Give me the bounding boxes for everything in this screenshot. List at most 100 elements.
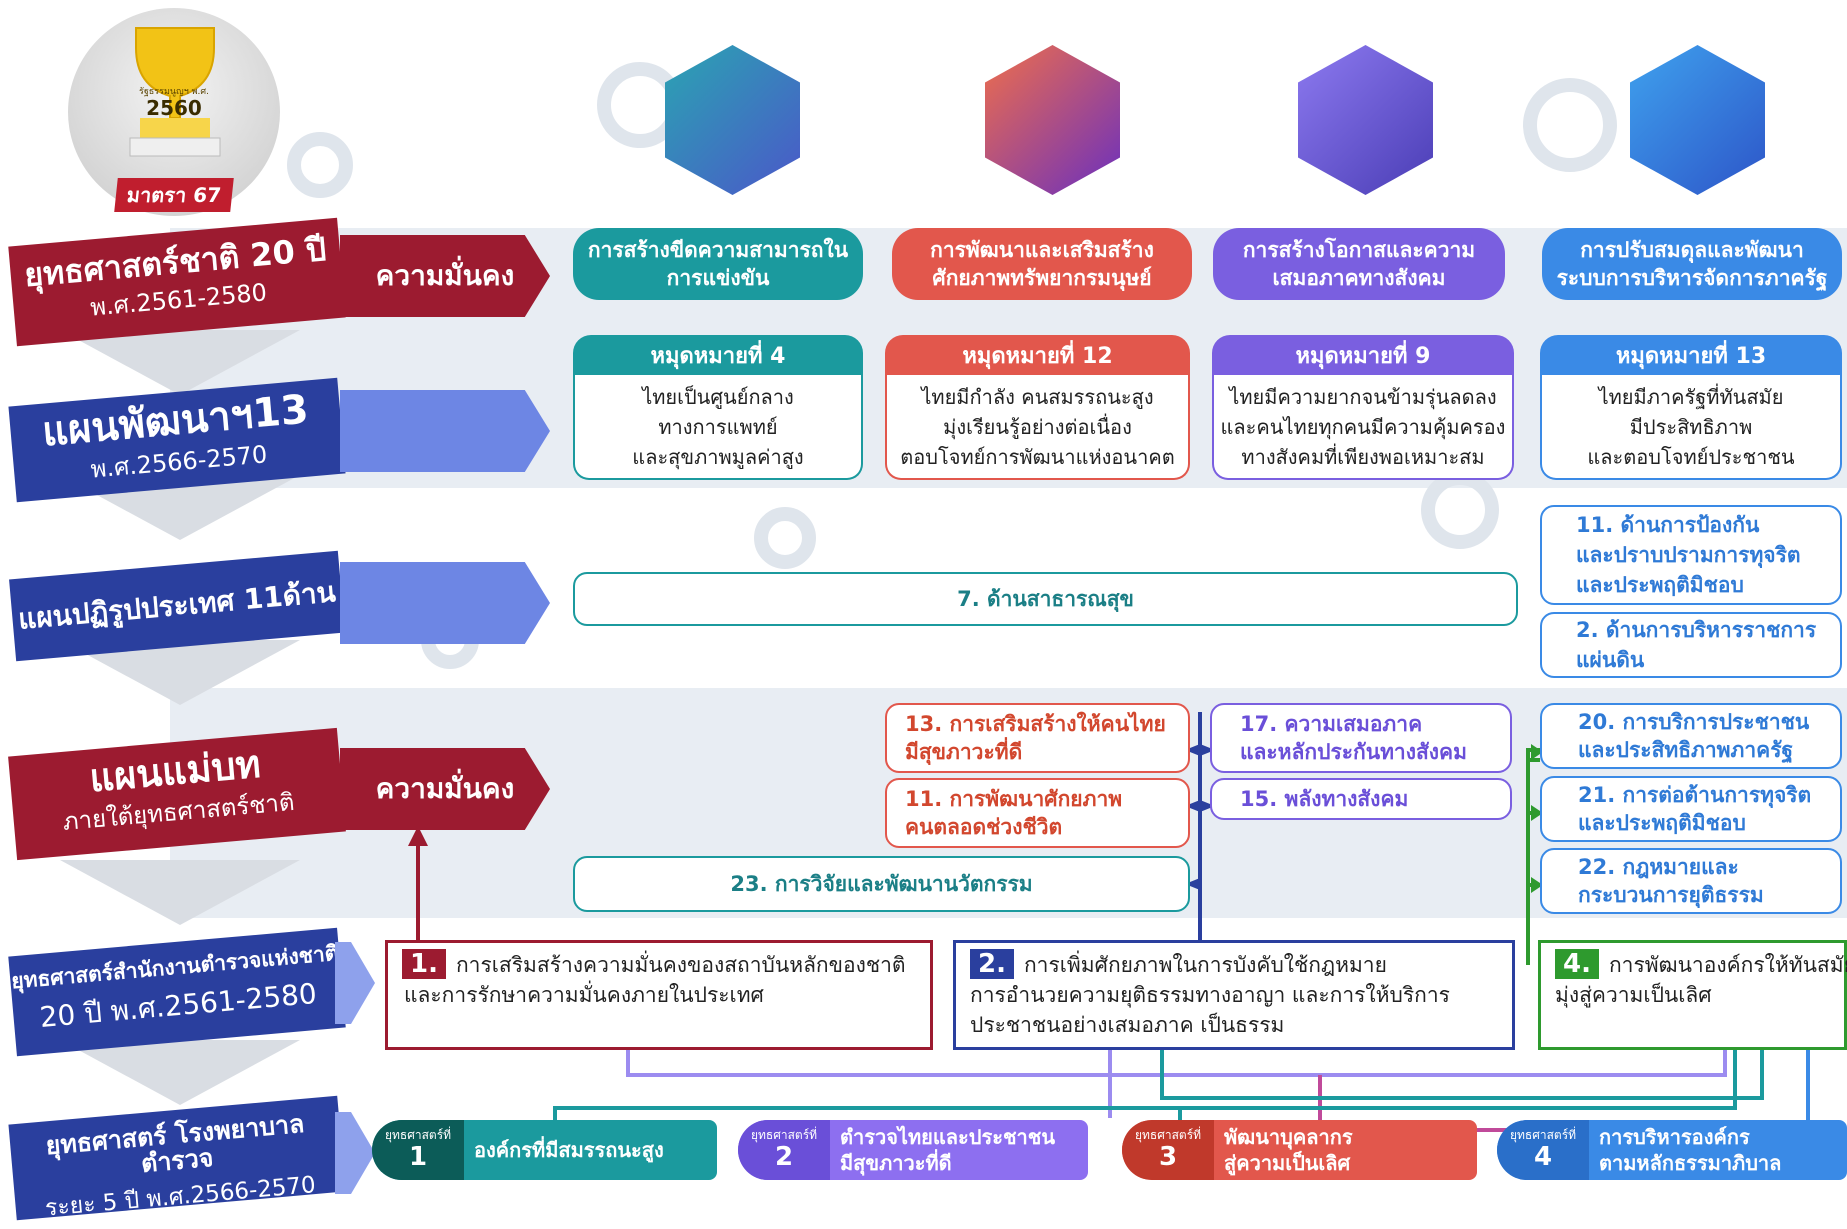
strategy-line: มีสุขภาวะที่ดี <box>840 1151 952 1175</box>
goal-12-body: ไทยมีกำลัง คนสมรรถนะสูง มุ่งเรียนรู้อย่า… <box>885 375 1190 480</box>
goal-9-header: หมุดหมายที่ 9 <box>1212 335 1514 375</box>
police-strategy-1: 1.การเสริมสร้างความมั่นคงของสถาบันหลักขอ… <box>385 940 933 1050</box>
strategy-line: องค์กรที่มีสมรรถนะสูง <box>474 1138 664 1162</box>
master-line: คนตลอดช่วงชีวิต <box>905 815 1063 839</box>
master-plan-13: 13. การเสริมสร้างให้คนไทย มีสุขภาวะที่ดี <box>885 703 1190 773</box>
strategy-line: ประชาชนอย่างเสมอภาค เป็นธรรม <box>970 1013 1285 1037</box>
goal-13-body: ไทยมีภาครัฐที่ทันสมัย มีประสิทธิภาพ และต… <box>1540 375 1842 480</box>
master-line: 11. การพัฒนาศักยภาพ <box>905 787 1123 811</box>
master-tag: ความมั่นคง <box>340 748 550 830</box>
master-plan-20: 20. การบริการประชาชน และประสิทธิภาพภาครั… <box>1540 703 1842 769</box>
strategy-tag-label: ความมั่นคง <box>375 259 515 292</box>
strategy-tag-number: 4 <box>1533 1142 1553 1172</box>
emblem-year: 2560 <box>146 96 202 120</box>
reform-arrow <box>340 562 550 644</box>
goal-line: และคนไทยทุกคนมีความคุ้มครอง <box>1220 414 1506 439</box>
emblem-small-text: รัฐธรรมนูญฯ พ.ศ. <box>139 87 209 97</box>
master-line: กระบวนการยุติธรรม <box>1578 883 1764 907</box>
goal-line: มีประสิทธิภาพ <box>1629 414 1753 439</box>
strategy-line: การเพิ่มศักยภาพในการบังคับใช้กฎหมาย <box>1023 953 1387 977</box>
master-line: 13. การเสริมสร้างให้คนไทย <box>905 712 1166 736</box>
strategy-number: 1. <box>402 949 446 979</box>
master-plan-17: 17. ความเสมอภาค และหลักประกันทางสังคม <box>1210 703 1512 773</box>
master-line: 21. การต่อต้านการทุจริต <box>1578 783 1812 807</box>
reform-line: แผ่นดิน <box>1576 648 1645 672</box>
hospital-strategy-3: ยุทธศาสตร์ที่ 3 พัฒนาบุคลากร สู่ความเป็น… <box>1122 1120 1477 1180</box>
reform-line: 2. ด้านการบริหารราชการ <box>1576 618 1817 642</box>
strategy-label: การพัฒนาและเสริมสร้างศักยภาพทรัพยากรมนุษ… <box>930 238 1154 290</box>
goal-line: ทางการแพทย์ <box>658 414 778 439</box>
strategy-tag-text: ยุทธศาสตร์ที่ <box>750 1128 818 1142</box>
strategy-line: การบริหารองค์กร <box>1599 1125 1750 1149</box>
strategy-label: การปรับสมดุลและพัฒนาระบบการบริหารจัดการภ… <box>1556 238 1828 290</box>
master-line: 22. กฎหมายและ <box>1578 855 1739 879</box>
reform-label: 7. ด้านสาธารณสุข <box>957 587 1134 611</box>
master-line: 17. ความเสมอภาค <box>1240 712 1423 736</box>
goal-12-header: หมุดหมายที่ 12 <box>885 335 1190 375</box>
constitution-emblem: รัฐธรรมนูญฯ พ.ศ. 2560 มาตรา 67 <box>68 8 280 216</box>
strategy-tag-number: 2 <box>774 1142 794 1172</box>
strategy-label: การสร้างขีดความสามารถในการแข่งขัน <box>587 238 849 290</box>
strategy-line: การอำนวยความยุติธรรมทางอาญา และการให้บริ… <box>970 983 1450 1007</box>
master-plan-15: 15. พลังทางสังคม <box>1210 778 1512 820</box>
strategy-tag: ยุทธศาสตร์ที่ 4 <box>1497 1120 1589 1180</box>
master-label: 23. การวิจัยและพัฒนานวัตกรรม <box>730 872 1033 896</box>
plan13-arrow <box>340 390 550 472</box>
goal-line: และสุขภาพมูลค่าสูง <box>632 444 804 469</box>
strategy-tag-number: 1 <box>408 1142 428 1172</box>
goal-line: ไทยเป็นศูนย์กลาง <box>642 384 794 409</box>
strategy-line: และการรักษาความมั่นคงภายในประเทศ <box>404 983 764 1007</box>
goal-13-header: หมุดหมายที่ 13 <box>1540 335 1842 375</box>
row-title: แผนปฏิรูปประเทศ 11ด้าน <box>16 575 338 637</box>
goal-4-header: หมุดหมายที่ 4 <box>573 335 863 375</box>
strategy-number: 4. <box>1555 949 1599 979</box>
strategy-tag: ยุทธศาสตร์ที่ 2 <box>738 1120 830 1180</box>
goal-4-body: ไทยเป็นศูนย์กลาง ทางการแพทย์ และสุขภาพมู… <box>573 375 863 480</box>
master-plan-22: 22. กฎหมายและ กระบวนการยุติธรรม <box>1540 848 1842 914</box>
goal-line: ตอบโจทย์การพัฒนาแห่งอนาคต <box>900 444 1175 469</box>
strategy-tag-text: ยุทธศาสตร์ที่ <box>1509 1128 1577 1142</box>
goal-line: ไทยมีความยากจนข้ามรุ่นลดลง <box>1229 384 1497 409</box>
strategy-tag-number: 3 <box>1158 1142 1178 1172</box>
master-plan-21: 21. การต่อต้านการทุจริต และประพฤติมิชอบ <box>1540 776 1842 842</box>
strategy-line: สู่ความเป็นเลิศ <box>1224 1151 1351 1175</box>
master-tag-label: ความมั่นคง <box>375 772 515 805</box>
strategy-number: 2. <box>970 949 1014 979</box>
goal-line: มุ่งเรียนรู้อย่างต่อเนื่อง <box>943 414 1132 439</box>
strategy-tag: ความมั่นคง <box>340 235 550 317</box>
strategy-tag-text: ยุทธศาสตร์ที่ <box>1134 1128 1202 1142</box>
goal-line: และตอบโจทย์ประชาชน <box>1587 444 1795 469</box>
strategy-tag-text: ยุทธศาสตร์ที่ <box>384 1128 452 1142</box>
reform-line: และปราบปรามการทุจริต <box>1576 543 1801 567</box>
illustration-competitiveness <box>665 45 800 195</box>
illustration-public-sector <box>1630 45 1765 195</box>
strategy-text: องค์กรที่มีสมรรถนะสูง <box>464 1137 664 1163</box>
strategy-line: การพัฒนาองค์กรให้ทันสมัย <box>1608 953 1847 977</box>
master-line: มีสุขภาวะที่ดี <box>905 740 1023 764</box>
goal-line: ไทยมีกำลัง คนสมรรถนะสูง <box>921 384 1154 409</box>
reform-line: และประพฤติมิชอบ <box>1576 573 1744 597</box>
article-badge: มาตรา 67 <box>114 178 234 212</box>
strategy-public-sector: การปรับสมดุลและพัฒนาระบบการบริหารจัดการภ… <box>1542 228 1842 300</box>
reform-health: 7. ด้านสาธารณสุข <box>573 572 1518 626</box>
strategy-label: การสร้างโอกาสและความเสมอภาคทางสังคม <box>1242 238 1476 290</box>
reform-anti-corruption: 11. ด้านการป้องกัน และปราบปรามการทุจริต … <box>1540 505 1842 605</box>
goal-line: ไทยมีภาครัฐที่ทันสมัย <box>1598 384 1784 409</box>
master-line: และประสิทธิภาพภาครัฐ <box>1578 738 1794 762</box>
goal-9-body: ไทยมีความยากจนข้ามรุ่นลดลง และคนไทยทุกคน… <box>1212 375 1514 480</box>
illustration-human-resources <box>985 45 1120 195</box>
strategy-tag: ยุทธศาสตร์ที่ 3 <box>1122 1120 1214 1180</box>
hospital-strategy-2: ยุทธศาสตร์ที่ 2 ตำรวจไทยและประชาชน มีสุข… <box>738 1120 1088 1180</box>
strategy-text: พัฒนาบุคลากร สู่ความเป็นเลิศ <box>1214 1124 1353 1176</box>
illustration-social-equality <box>1298 45 1433 195</box>
strategy-text: การบริหารองค์กร ตามหลักธรรมาภิบาล <box>1589 1124 1781 1176</box>
master-plan-11: 11. การพัฒนาศักยภาพ คนตลอดช่วงชีวิต <box>885 778 1190 848</box>
strategy-line: มุ่งสู่ความเป็นเลิศ <box>1555 983 1712 1007</box>
strategy-human-resources: การพัฒนาและเสริมสร้างศักยภาพทรัพยากรมนุษ… <box>892 228 1192 300</box>
strategy-text: ตำรวจไทยและประชาชน มีสุขภาวะที่ดี <box>830 1124 1055 1176</box>
trophy-icon <box>129 27 221 157</box>
goal-line: ทางสังคมที่เพียงพอเหมาะสม <box>1241 444 1485 469</box>
hospital-strategy-1: ยุทธศาสตร์ที่ 1 องค์กรที่มีสมรรถนะสูง <box>372 1120 717 1180</box>
strategy-competitiveness: การสร้างขีดความสามารถในการแข่งขัน <box>573 228 863 300</box>
master-line: และประพฤติมิชอบ <box>1578 811 1746 835</box>
